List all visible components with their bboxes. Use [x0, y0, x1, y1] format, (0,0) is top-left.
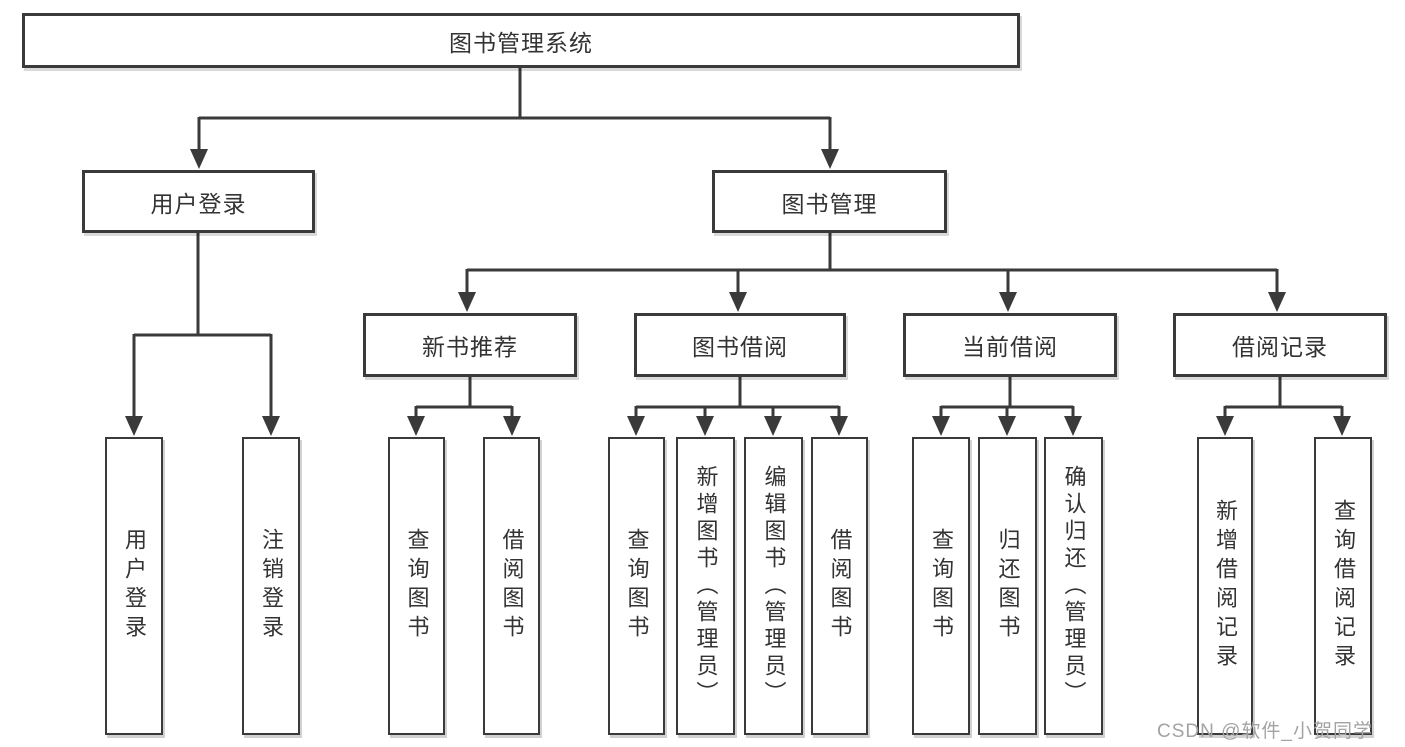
- node-borrow-records: 借阅记录: [1173, 313, 1387, 377]
- leaf-add-borrow-record: 新增借阅记录: [1197, 437, 1253, 735]
- leaf-confirm-return-admin: 确认归还（管理员）: [1044, 437, 1103, 735]
- leaf-borrow-books-recommend: 借阅图书: [483, 437, 540, 735]
- leaf-add-books-admin: 新增图书（管理员）: [676, 437, 735, 735]
- arrowhead-icons: [125, 149, 1351, 436]
- node-book-borrow: 图书借阅: [634, 313, 846, 377]
- node-user-login: 用户登录: [82, 170, 315, 233]
- leaf-query-books-recommend: 查询图书: [388, 437, 445, 735]
- node-book-management: 图书管理: [712, 170, 947, 233]
- watermark: CSDN @软件_小贺同学: [1157, 721, 1373, 742]
- leaf-edit-books-admin: 编辑图书（管理员）: [744, 437, 803, 735]
- leaf-query-borrow-record: 查询借阅记录: [1314, 437, 1372, 735]
- leaf-borrow-books: 借阅图书: [811, 437, 868, 735]
- leaf-user-login: 用户登录: [105, 437, 163, 735]
- node-new-book-recommend: 新书推荐: [363, 313, 577, 377]
- leaf-logout: 注销登录: [242, 437, 300, 735]
- node-current-borrow: 当前借阅: [903, 313, 1117, 377]
- leaf-return-books: 归还图书: [978, 437, 1037, 735]
- node-root: 图书管理系统: [22, 13, 1020, 68]
- leaf-query-books-current: 查询图书: [912, 437, 970, 735]
- leaf-query-books-borrow: 查询图书: [608, 437, 665, 735]
